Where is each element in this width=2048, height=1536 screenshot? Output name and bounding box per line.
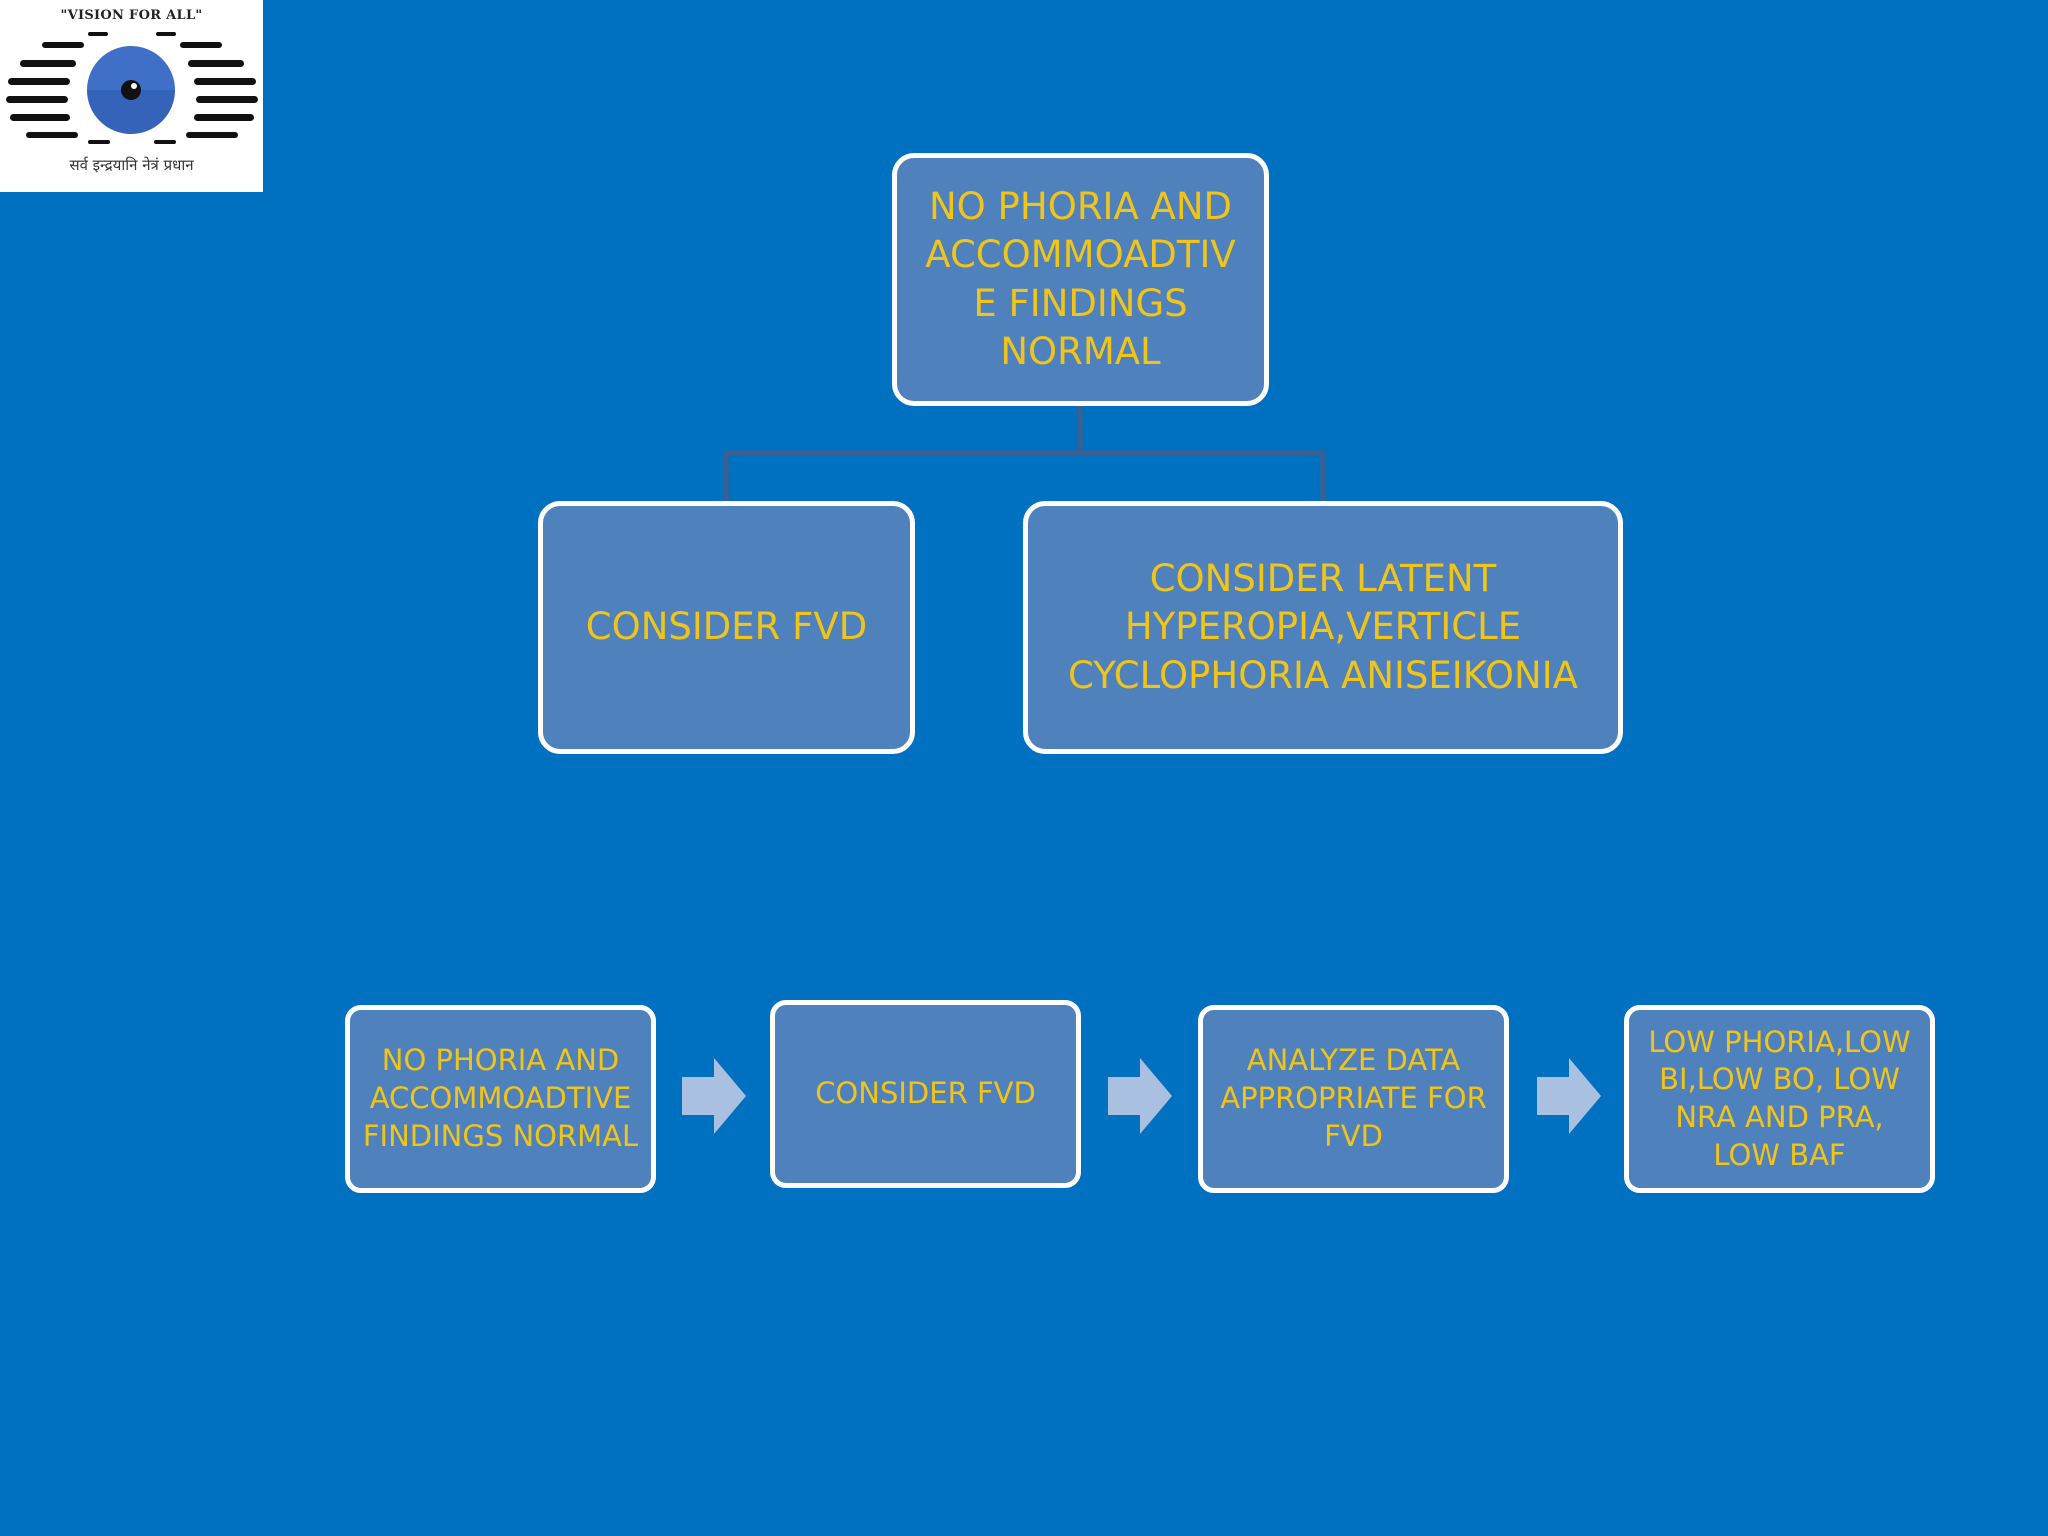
- process-step-1: NO PHORIA AND ACCOMMOADTIVE FINDINGS NOR…: [345, 1005, 656, 1193]
- process-step-3: ANALYZE DATA APPROPRIATE FOR FVD: [1198, 1005, 1509, 1193]
- hierarchy-root-node: NO PHORIA AND ACCOMMOADTIV E FINDINGS NO…: [892, 153, 1269, 406]
- process-step-label-1: NO PHORIA AND ACCOMMOADTIVE FINDINGS NOR…: [362, 1043, 639, 1153]
- arrow-right-icon: [682, 1058, 746, 1134]
- logo-tagline: "VISION FOR ALL": [60, 8, 203, 23]
- process-step-2: CONSIDER FVD: [770, 1000, 1081, 1188]
- process-step-label-2: CONSIDER FVD: [815, 1076, 1036, 1111]
- eye-icon: [6, 32, 258, 144]
- logo: "VISION FOR ALL" सर्व इन्द्रयान: [0, 0, 263, 192]
- hierarchy-root-label: NO PHORIA AND ACCOMMOADTIV E FINDINGS NO…: [925, 185, 1236, 373]
- process-step-label-4: LOW PHORIA,LOW BI,LOW BO, LOW NRA AND PR…: [1648, 1024, 1911, 1172]
- process-step-label-3: ANALYZE DATA APPROPRIATE FOR FVD: [1220, 1043, 1487, 1153]
- arrow-right-icon: [1108, 1058, 1172, 1134]
- hierarchy-child-node-1: CONSIDER FVD: [538, 501, 915, 754]
- arrow-right-icon: [1537, 1058, 1601, 1134]
- process-step-4: LOW PHORIA,LOW BI,LOW BO, LOW NRA AND PR…: [1624, 1005, 1935, 1193]
- hierarchy-child-node-2: CONSIDER LATENT HYPEROPIA,VERTICLE CYCLO…: [1023, 501, 1623, 754]
- hierarchy-child-label-1: CONSIDER FVD: [585, 605, 868, 649]
- hierarchy-child-label-2: CONSIDER LATENT HYPEROPIA,VERTICLE CYCLO…: [1068, 557, 1578, 697]
- logo-motto: सर्व इन्द्रयानि नेत्रं प्रधान: [69, 156, 194, 174]
